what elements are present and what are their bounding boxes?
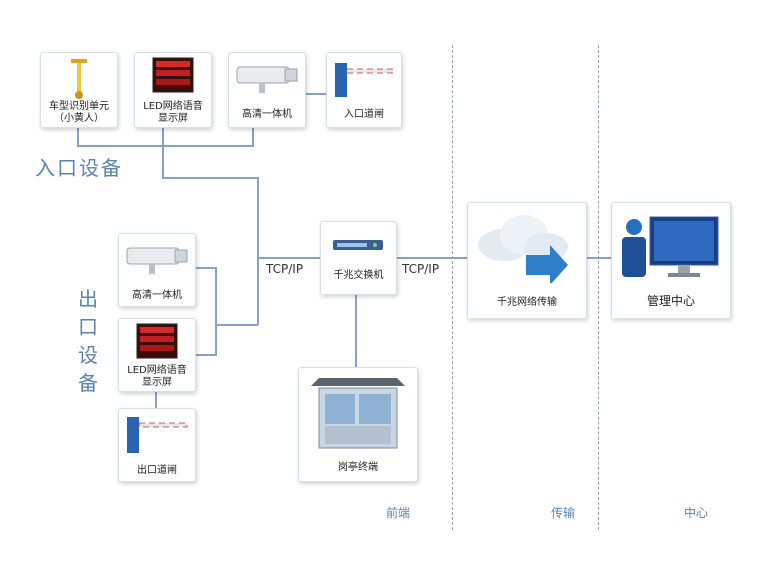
recognition-pole-icon <box>71 59 87 99</box>
booth-icon <box>311 378 405 449</box>
management-center-card[interactable]: 管理中心 <box>611 202 731 319</box>
device-label: 车型识别单元 （小黄人） <box>49 101 109 124</box>
device-label: LED网络语音 显示屏 <box>143 101 203 124</box>
camera-icon <box>126 247 188 274</box>
zone-label-front: 前端 <box>386 506 411 520</box>
device-label: 高清一体机 <box>242 109 292 120</box>
cloud-arrow-icon <box>478 215 568 285</box>
device-label: 入口道闸 <box>344 109 384 120</box>
switch-icon <box>333 240 383 250</box>
device-label: 千兆网络传输 <box>497 297 557 308</box>
device-label: 高清一体机 <box>132 290 182 301</box>
workstation-icon <box>622 216 719 277</box>
barrier-gate-icon <box>127 417 188 453</box>
exit-title: 出 口 设 备 <box>78 285 102 397</box>
zone-divider-center <box>598 45 599 530</box>
device-label: 千兆交换机 <box>333 270 384 281</box>
exit-title-char: 备 <box>78 371 98 395</box>
device-label: 管理中心 <box>646 294 695 308</box>
exit-gate-card[interactable]: 出口道闸 <box>118 408 196 482</box>
vehicle-recognition-unit-card[interactable]: 车型识别单元 （小黄人） <box>40 52 118 128</box>
entry-gate-card[interactable]: 入口道闸 <box>326 52 402 128</box>
barrier-gate-icon <box>335 63 394 97</box>
exit-title-char: 设 <box>78 343 98 367</box>
device-label: LED网络语音 显示屏 <box>127 365 187 388</box>
gigabit-switch-card[interactable]: 千兆交换机 <box>320 221 397 295</box>
tcpip-label-right: TCP/IP <box>402 262 440 276</box>
zone-label-center: 中心 <box>684 506 709 520</box>
exit-title-char: 口 <box>78 315 98 339</box>
entry-title: 入口设备 <box>35 156 123 180</box>
gigabit-transfer-card[interactable]: 千兆网络传输 <box>467 202 587 319</box>
hd-camera-exit-card[interactable]: 高清一体机 <box>118 233 196 307</box>
camera-icon <box>236 66 298 93</box>
device-label: 出口道闸 <box>137 465 177 476</box>
tcpip-label-left: TCP/IP <box>266 262 304 276</box>
device-label: 岗亭终端 <box>338 462 378 473</box>
booth-terminal-card[interactable]: 岗亭终端 <box>298 367 418 482</box>
zone-label-transfer: 传输 <box>551 506 576 520</box>
led-screen-icon <box>136 323 178 359</box>
led-display-entry-card[interactable]: LED网络语音 显示屏 <box>134 52 212 128</box>
zone-divider-front <box>452 45 453 530</box>
exit-title-char: 出 <box>78 287 98 311</box>
led-display-exit-card[interactable]: LED网络语音 显示屏 <box>118 318 196 392</box>
led-screen-icon <box>152 57 194 93</box>
hd-camera-entry-card[interactable]: 高清一体机 <box>228 52 306 128</box>
